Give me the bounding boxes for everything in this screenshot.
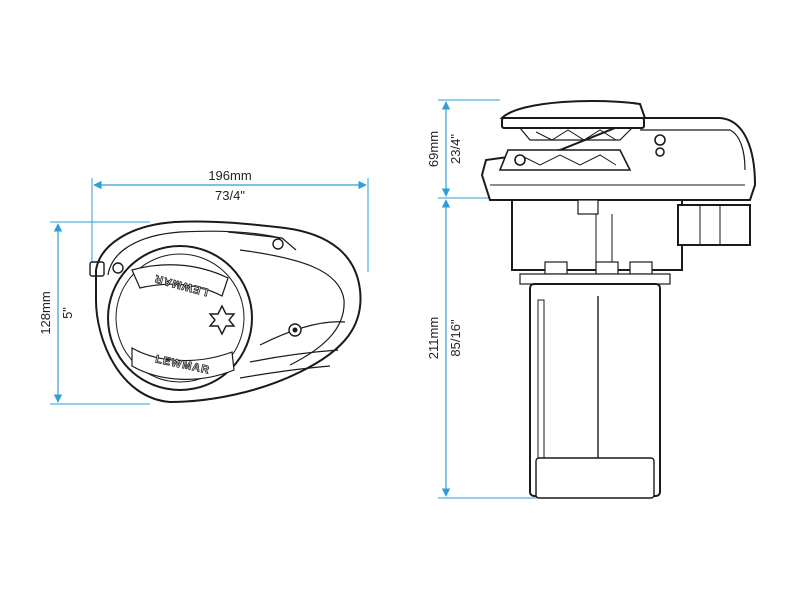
- bolt-icon: [292, 327, 298, 333]
- top-height-in-label: 5": [60, 307, 75, 319]
- side-lower-mm-label: 211mm: [426, 317, 441, 359]
- bolt-icon: [112, 262, 124, 274]
- motor: [529, 283, 661, 499]
- handle-socket-icon: [208, 304, 236, 336]
- bolt-icon: [272, 238, 284, 250]
- gypsy-disk-inner: [115, 253, 245, 383]
- top-height-mm-label: 128mm: [38, 291, 53, 334]
- top-view: 196mm 73/4" 128mm 5" LEWMAR: [38, 168, 369, 405]
- side-view: 69mm 23/4" 211mm 85/16": [426, 99, 757, 499]
- side-upper-mm-label: 69mm: [426, 131, 441, 167]
- capstan-top: [499, 99, 647, 141]
- gearbox: [511, 199, 751, 285]
- top-width-mm-label: 196mm: [208, 168, 251, 183]
- side-upper-in-label: 23/4": [448, 134, 463, 164]
- top-width-in-label: 73/4": [215, 188, 245, 203]
- gypsy-side: [498, 134, 666, 171]
- side-lower-in-label: 85/16": [448, 319, 463, 357]
